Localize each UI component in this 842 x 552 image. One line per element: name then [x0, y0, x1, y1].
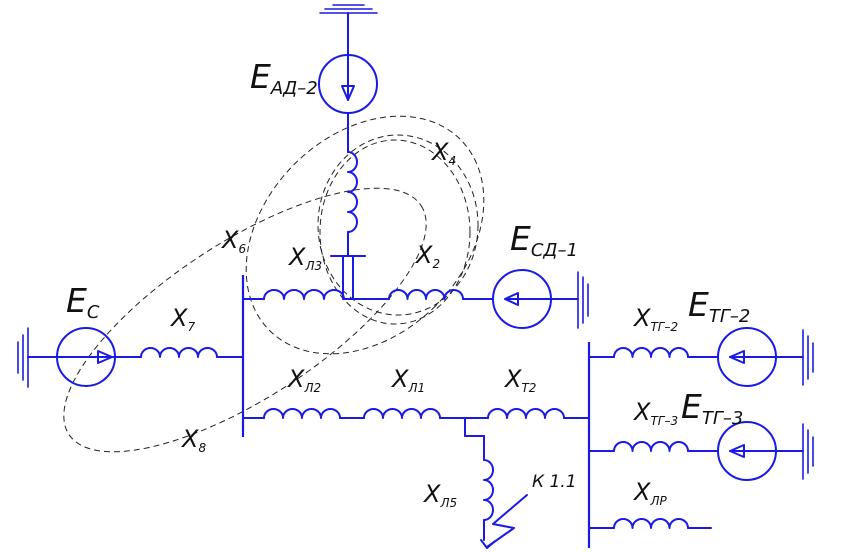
xl5-branch: [464, 417, 528, 549]
xl2-coil: [263, 408, 341, 419]
label-xl3: XЛ3: [287, 243, 322, 273]
label-xtg2: XТГ–2: [632, 304, 678, 334]
label-x8: X8: [180, 425, 206, 455]
label-x6: X6: [220, 226, 246, 256]
label-fault: К 1.1: [532, 472, 577, 492]
label-xl2: XЛ2: [286, 365, 321, 395]
label-x2: X2: [414, 241, 440, 271]
label-etg3: EТГ–3: [681, 387, 743, 429]
ead2-branch: [318, 4, 378, 300]
etg2-branch: [588, 327, 814, 387]
xl5-coil: [483, 459, 494, 521]
label-xlr: XЛР: [632, 478, 667, 508]
xl1-coil: [363, 408, 441, 419]
label-xl1: XЛ1: [390, 365, 425, 395]
x2-coil: [388, 289, 464, 300]
xlr-branch: [588, 518, 712, 529]
x7-coil: [140, 347, 218, 358]
etg3-branch: [588, 421, 814, 481]
lower-line: [242, 408, 590, 419]
label-ead2: EАД–2: [250, 57, 318, 99]
xlr-coil: [613, 518, 689, 529]
label-xt2: XТ2: [503, 365, 536, 395]
dashed-equivalence-outlines: [63, 115, 485, 453]
x4-coil: [347, 151, 358, 233]
label-esd1: EСД–1: [510, 219, 578, 261]
label-xl5: XЛ5: [422, 480, 457, 510]
upper-line: [242, 269, 589, 329]
label-etg2: EТГ–2: [688, 285, 750, 327]
xl3-coil: [263, 289, 345, 300]
xt2-coil: [487, 408, 565, 419]
label-x4: X4: [430, 138, 456, 168]
fault-arrow-icon: [486, 494, 528, 548]
label-x7: X7: [169, 304, 195, 334]
xtg2-coil: [613, 347, 689, 358]
label-es: EС: [66, 281, 100, 323]
xtg3-coil: [613, 441, 689, 452]
es-branch: [17, 327, 244, 388]
label-xtg3: XТГ–3: [632, 398, 678, 428]
